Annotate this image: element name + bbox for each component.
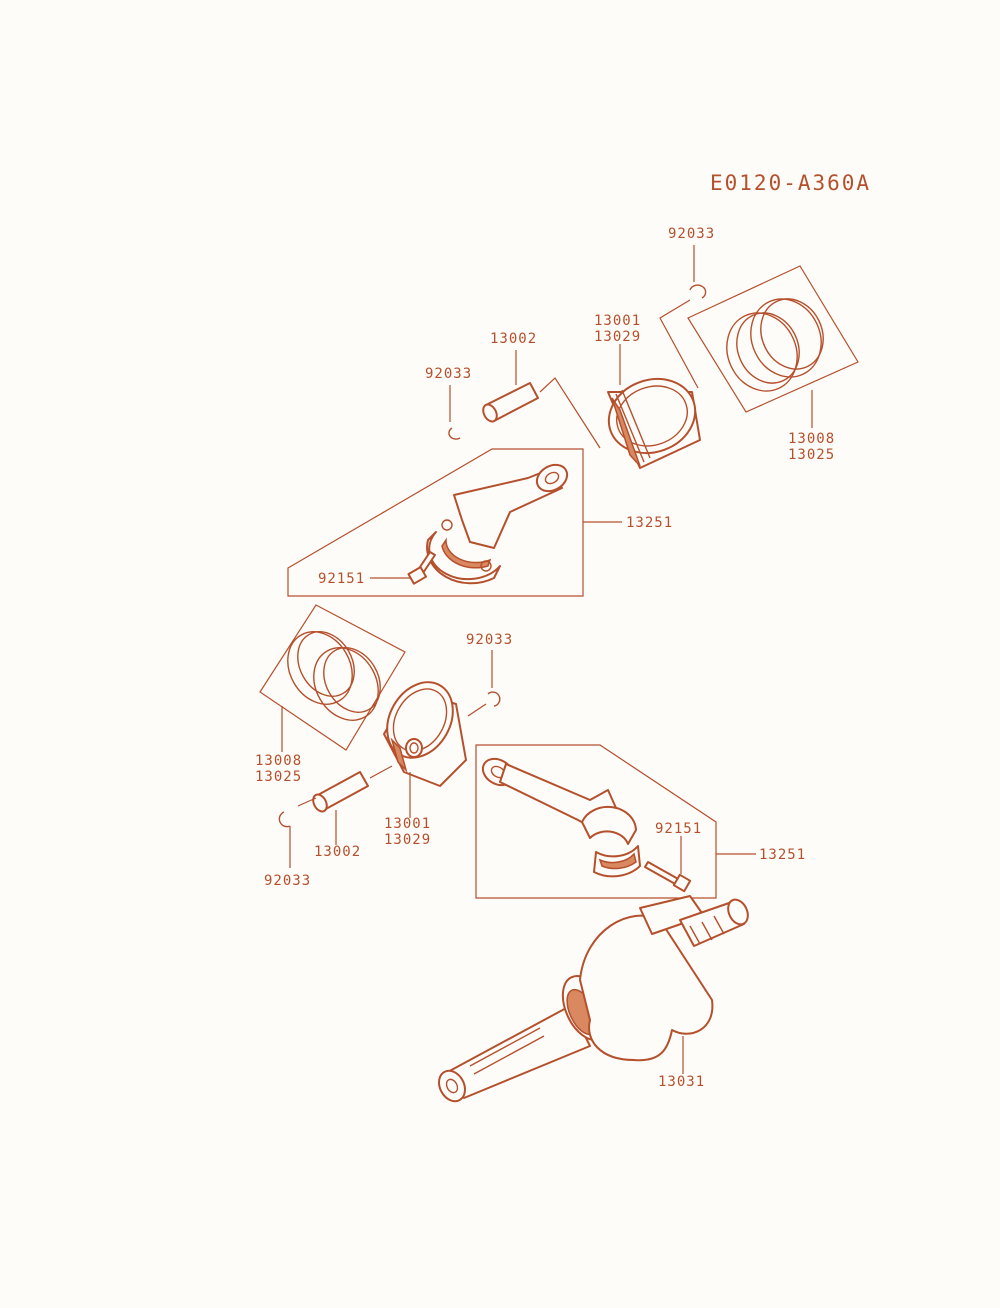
circlip-bottom[interactable] <box>278 811 291 828</box>
label-bolt-top: 92151 <box>318 571 365 587</box>
leader-circlip-piston-top <box>659 299 699 389</box>
conrod-bolt-bottom[interactable] <box>644 861 692 893</box>
diagram-code: E0120-A360A <box>710 171 871 195</box>
piston-bottom[interactable] <box>374 670 467 787</box>
rings-top-box <box>687 265 859 413</box>
label-pin-top: 13002 <box>490 331 537 347</box>
circlip-mid[interactable] <box>487 691 501 707</box>
label-piston-top-a: 13001 <box>594 313 641 329</box>
connecting-rod-top[interactable] <box>426 460 572 585</box>
label-crankshaft: 13031 <box>658 1074 705 1090</box>
label-rings-top-b: 13025 <box>788 447 835 463</box>
label-rings-bottom-b: 13025 <box>255 769 302 785</box>
label-rings-top-a: 13008 <box>788 431 835 447</box>
circlip-top-right[interactable] <box>689 284 707 299</box>
leader-circlip-mid-piston <box>467 703 487 717</box>
connecting-rod-bottom[interactable] <box>478 754 641 878</box>
label-bolt-bottom: 92151 <box>655 821 702 837</box>
label-piston-top-b: 13029 <box>594 329 641 345</box>
conrod-bottom-box <box>475 744 717 899</box>
label-circlip-top-left: 92033 <box>425 366 472 382</box>
circlip-top-left[interactable] <box>448 427 461 440</box>
piston-rings-top[interactable] <box>714 287 834 402</box>
label-circlip-bottom: 92033 <box>264 873 311 889</box>
label-conrod-bottom: 13251 <box>759 847 806 863</box>
leader-pin-piston-top <box>539 377 601 449</box>
piston-pin-bottom[interactable] <box>310 771 369 814</box>
piston-pin-top[interactable] <box>480 382 539 424</box>
label-piston-bottom-b: 13029 <box>384 832 431 848</box>
leader-pin-piston-bottom <box>369 765 393 779</box>
rings-bottom-box <box>259 604 406 751</box>
label-circlip-top-right: 92033 <box>668 226 715 242</box>
label-pin-bottom: 13002 <box>314 844 361 860</box>
label-conrod-top: 13251 <box>626 515 673 531</box>
piston-rings-bottom[interactable] <box>275 620 391 732</box>
label-rings-bottom-a: 13008 <box>255 753 302 769</box>
piston-top[interactable] <box>598 367 705 469</box>
leader-circlip-pin-bottom <box>297 797 317 807</box>
conrod-bolt-top[interactable] <box>407 551 436 585</box>
crankshaft[interactable] <box>434 895 752 1106</box>
label-piston-bottom-a: 13001 <box>384 816 431 832</box>
label-circlip-mid: 92033 <box>466 632 513 648</box>
